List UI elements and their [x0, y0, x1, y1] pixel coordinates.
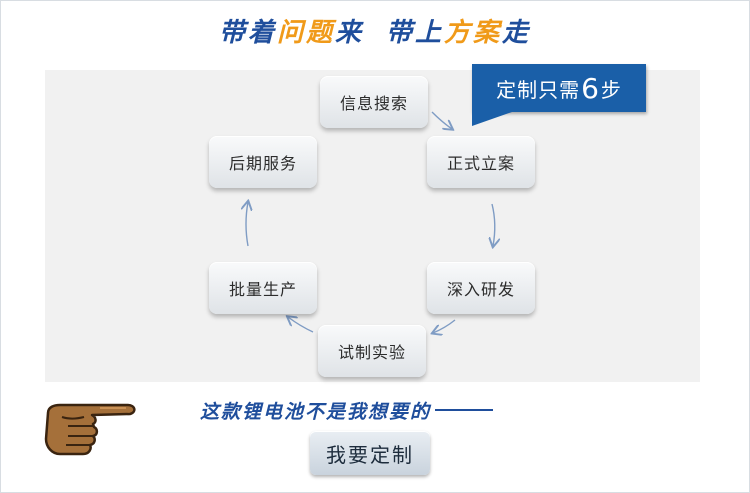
callout-number: 6 — [581, 71, 600, 105]
headline-part-2: 问题 — [276, 17, 335, 48]
step-info-search: 信息搜索 — [320, 76, 428, 128]
arrow-4-to-5 — [288, 317, 314, 333]
arrow-2-to-3 — [492, 203, 495, 246]
question-text: 这款锂电池不是我想要的 — [200, 400, 432, 423]
arrow-3-to-4 — [433, 319, 456, 333]
headline-part-5: 方案 — [444, 17, 503, 48]
step-formal-filing: 正式立案 — [427, 136, 535, 188]
steps-callout: 定制只需 6 步 — [472, 64, 646, 112]
headline: 带着 问题 来 带上 方案 走 — [0, 10, 750, 50]
headline-part-3: 来 — [334, 17, 364, 48]
customize-button[interactable]: 我要定制 — [310, 431, 430, 475]
arrow-1-to-2 — [431, 111, 452, 129]
step-after-service: 后期服务 — [209, 136, 317, 188]
headline-part-1: 带着 — [218, 17, 277, 48]
step-trial-experiment: 试制实验 — [318, 325, 426, 377]
callout-suffix: 步 — [600, 77, 622, 102]
step-mass-production: 批量生产 — [209, 262, 317, 314]
arrow-5-to-6 — [246, 202, 248, 247]
callout-prefix: 定制只需 — [496, 77, 581, 102]
headline-part-6: 走 — [502, 17, 532, 48]
callout-tail — [472, 112, 512, 126]
step-deep-research: 深入研发 — [427, 262, 535, 314]
headline-part-4: 带上 — [386, 17, 445, 48]
pointing-hand-icon — [44, 403, 136, 456]
question-dash — [435, 409, 494, 411]
question-line: 这款锂电池不是我想要的 — [200, 396, 494, 424]
